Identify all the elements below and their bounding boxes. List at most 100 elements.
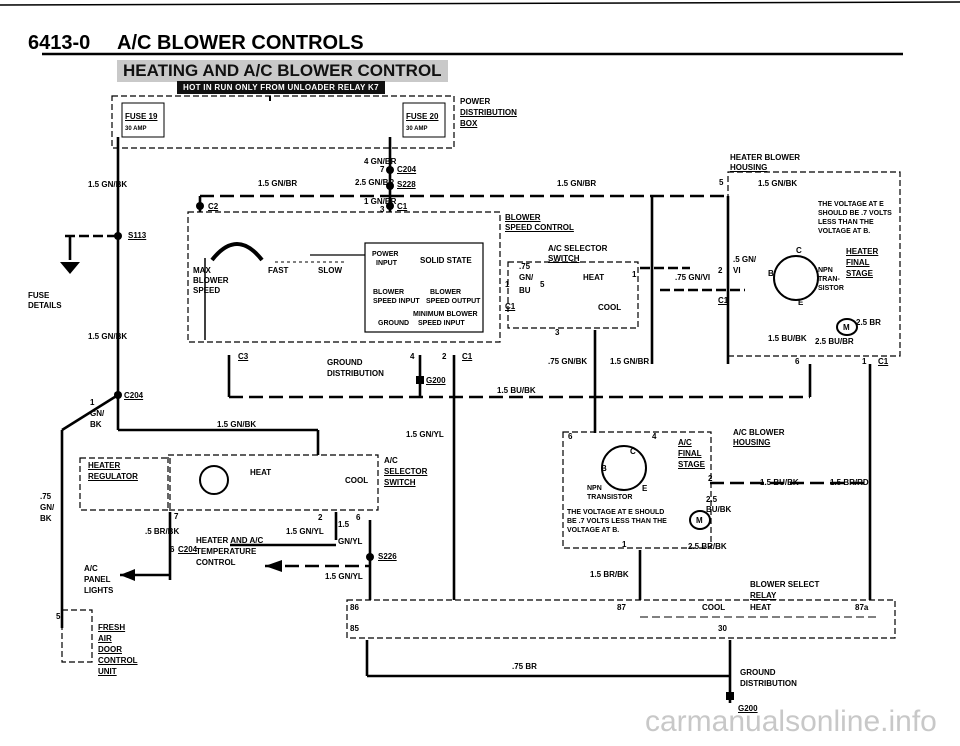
ground-distribution-label-bottom: DISTRIBUTION — [740, 679, 797, 688]
connector-label: C2 — [208, 202, 219, 211]
heater-e-terminal: E — [798, 298, 804, 307]
fuse-details-arrow — [60, 262, 80, 274]
power-box-label-2: DISTRIBUTION — [460, 108, 517, 117]
ac-selector-switch-bottom — [167, 454, 379, 511]
blower-speed-input-label: SPEED INPUT — [373, 298, 420, 305]
fuse-20 — [402, 102, 446, 138]
power-box-label-3: BOX — [460, 119, 478, 128]
blower-select-relay-box — [346, 599, 896, 639]
ac-selector-bottom-label: SELECTOR — [384, 467, 428, 476]
c2-connector — [196, 202, 204, 210]
ac-housing-title: A/C BLOWER — [733, 428, 785, 437]
wire-label: 1.5 BU/BK — [768, 334, 807, 343]
page-title: A/C BLOWER CONTROLS — [117, 32, 364, 54]
wire-label: 1.5 BU/BK — [760, 478, 799, 487]
connector-label: C1 — [878, 357, 889, 366]
temperature-control-label: TEMPERATURE — [196, 547, 257, 556]
panel-lights-arrow — [120, 569, 135, 581]
pin-number: 8 — [114, 391, 119, 400]
pin-number: 6 — [170, 545, 175, 554]
heater-blower-housing — [727, 171, 901, 357]
ac-selector-bottom-label: A/C — [384, 456, 398, 465]
page-code: 6413-0 — [28, 32, 91, 54]
wire-label: 1 — [505, 280, 510, 289]
c204-connector — [386, 166, 394, 174]
wire-label: 2.5 BU/BR — [815, 337, 854, 346]
ac-final-stage-label: STAGE — [678, 460, 705, 469]
temp-control-arrow — [265, 560, 282, 572]
ac-c-terminal: C — [630, 447, 636, 456]
panel-lights-label: A/C — [84, 564, 98, 573]
ac-voltage-note: VOLTAGE AT B. — [567, 527, 620, 534]
relay-cool-label: COOL — [702, 603, 726, 612]
connector-label: C1 — [505, 302, 516, 311]
connector-label: C204 — [124, 391, 144, 400]
wire-label: 1.5 GN/YL — [286, 527, 324, 536]
section-title: HEATING AND A/C BLOWER CONTROL — [117, 60, 448, 82]
relay-terminal-85: 85 — [350, 624, 359, 633]
max-blower-speed-label: MAX — [193, 266, 211, 275]
wire-label: .75 — [40, 492, 52, 501]
relay-terminal-86: 86 — [350, 603, 359, 612]
fuse-19-amp: 30 AMP — [125, 126, 147, 132]
wire-label: 1.5 BR/BK — [590, 570, 629, 579]
wire-label: 1.5 GN/BK — [217, 420, 257, 429]
pin-number: 2 — [718, 266, 723, 275]
wire-label: 1.5 GN/BK — [88, 332, 128, 341]
wire-label: VI — [733, 266, 741, 275]
power-box-label-1: POWER — [460, 97, 491, 106]
wire-label: 1.5 GN/BR — [557, 179, 597, 188]
s226-splice — [366, 553, 374, 561]
heater-regulator-label: REGULATOR — [88, 472, 138, 481]
heater-b-terminal: B — [768, 269, 774, 278]
pin-number: 7 — [174, 512, 179, 521]
wire-label: 1 GN/BR — [364, 197, 397, 206]
wire-label: 1.5 GN/BR — [610, 357, 650, 366]
wire-label: .75 BR — [512, 662, 537, 671]
ac-npn-label: NPN — [587, 485, 602, 492]
pin-number: 1 — [632, 270, 637, 279]
pin-number: 4 — [652, 432, 657, 441]
connector-label: G200 — [426, 376, 446, 385]
heater-npn-label: TRAN- — [818, 276, 840, 283]
wire-label: .75 — [519, 262, 531, 271]
ac-voltage-note: BE .7 VOLTS LESS THAN THE — [567, 518, 667, 525]
cool-label-bottom: COOL — [345, 476, 369, 485]
pin-number: 6 — [568, 432, 573, 441]
g200-ground-bottom — [726, 692, 734, 700]
wire-label: .5 BR/BK — [145, 527, 180, 536]
relay-terminal-87: 87 — [617, 603, 626, 612]
pin-number: 2 — [442, 352, 447, 361]
blower-relay-title: BLOWER SELECT — [750, 580, 820, 589]
fuse-20-amp: 30 AMP — [406, 126, 428, 132]
pin-number: 5 — [56, 612, 61, 621]
ac-e-terminal: E — [642, 484, 648, 493]
fuse-details-label: DETAILS — [28, 301, 62, 310]
ac-npn-label: TRANSISTOR — [587, 494, 633, 501]
ac-final-stage-label: FINAL — [678, 449, 702, 458]
wire-label: BU — [519, 286, 531, 295]
heater-motor-label: M — [843, 323, 850, 332]
s228-splice — [386, 182, 394, 190]
connector-label: C1 — [718, 296, 729, 305]
blower-speed-output-label: SPEED OUTPUT — [426, 298, 481, 305]
blower-speed-control-box — [187, 211, 501, 343]
ac-blower-motor — [689, 510, 711, 530]
pin-number: 2 — [318, 513, 323, 522]
connector-label: S226 — [378, 552, 397, 561]
ac-selector-bottom-label: SWITCH — [384, 478, 416, 487]
connector-label: C3 — [238, 352, 249, 361]
minimum-blower-label: SPEED INPUT — [418, 320, 465, 327]
wire-label: 1.5 — [338, 520, 350, 529]
fuse-19 — [121, 102, 165, 138]
section-badge: HOT IN RUN ONLY FROM UNLOADER RELAY K7 — [177, 81, 385, 94]
blower-speed-input-label: BLOWER — [373, 289, 405, 296]
minimum-blower-label: MINIMUM BLOWER — [413, 311, 478, 318]
fresh-air-door-box — [61, 609, 93, 663]
ac-housing-title: HOUSING — [733, 438, 771, 447]
ac-b-terminal: B — [601, 464, 607, 473]
ac-selector-title: A/C SELECTOR — [548, 244, 608, 253]
heater-blower-motor — [836, 318, 858, 336]
solid-state-label: SOLID STATE — [420, 256, 472, 265]
blower-relay-title: RELAY — [750, 591, 777, 600]
